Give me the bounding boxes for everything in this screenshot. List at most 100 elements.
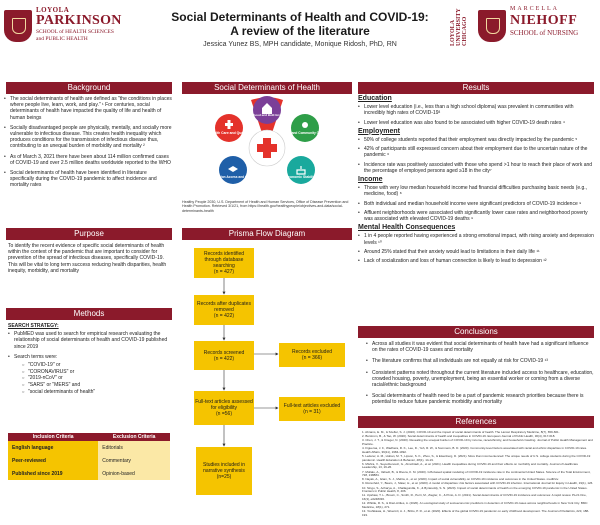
prisma-label: Full-text articles excluded <box>283 403 341 409</box>
reference-item: 11. Upshaw, T. L., Brown, C., Smith, R.,… <box>362 493 587 502</box>
methods-item: PubMED was used to search for empirical … <box>8 331 173 350</box>
table-row: Peer-reviewed Commentary <box>8 454 170 467</box>
prisma-count: (n = 422) <box>213 313 235 319</box>
results-item: Lack of socialization and loss of human … <box>358 258 594 264</box>
inclusion-header: Inclusion Criteria <box>8 433 99 441</box>
results-item: Lower level education (i.e., less than a… <box>358 104 594 116</box>
references-header: References <box>358 416 594 428</box>
prisma-included: Studies included in narrative synthesis(… <box>196 447 252 495</box>
inclusion-cell: Peer-reviewed <box>8 454 99 467</box>
results-income-heading: Income <box>358 176 383 184</box>
results-education-heading: Education <box>358 95 392 102</box>
results-item: Lower level education was also found to … <box>358 120 594 126</box>
background-item: Social determinants of health have been … <box>4 170 172 189</box>
background-section: The social determinants of health are de… <box>4 96 172 193</box>
exclusion-cell: Editorials <box>98 441 170 454</box>
prisma-label: Full-text articles assessed for eligibil… <box>195 399 253 411</box>
sdoh-wheel: Health Care and Quality Neighborhood and… <box>210 96 329 184</box>
prisma-label: Records excluded <box>291 349 333 355</box>
results-item: Affluent neighborhoods were associated w… <box>358 210 594 222</box>
prisma-fulltext: Full-text articles assessed for eligibil… <box>194 391 254 425</box>
results-item: Incidence rate was positively associated… <box>358 162 594 174</box>
reference-item: 7. Mollalo, A., Vahedi, B., & Rivera, K.… <box>362 469 591 478</box>
reference-item: 6. Mishra, V., Seyedzenouzi, G., Almohta… <box>362 461 579 470</box>
prisma-fulltext-excluded: Full-text articles excluded(n = 31) <box>279 397 345 421</box>
search-term: "CORONAVIRUS" or <box>22 369 173 375</box>
prisma-identified: Records identified through database sear… <box>194 248 254 278</box>
prisma-label: Records screened <box>203 349 245 356</box>
results-item: 1 in 4 people reported having experience… <box>358 233 594 245</box>
sdoh-header: Social Determinants of Health <box>182 82 352 94</box>
logo-school-name: NIEHOFF <box>510 13 578 28</box>
results-item: Both individual and median household inc… <box>358 201 594 207</box>
purpose-text: To identify the recent evidence of speci… <box>8 243 167 274</box>
prisma-count: (n = 427) <box>213 269 235 275</box>
logo-school-name: PARKINSON <box>36 13 122 28</box>
results-employment-heading: Employment <box>358 127 401 135</box>
sdoh-label: Economic Stability <box>286 175 316 179</box>
results-item: Those with very low median household inc… <box>358 185 594 197</box>
reference-item: 8. Nayak, A., Islam, S. J., Mehta, A., e… <box>362 477 559 482</box>
logo-school-subtitle: SCHOOL of NURSING <box>510 29 579 37</box>
conclusion-item: Social determinants of health need to be… <box>366 393 594 405</box>
results-header: Results <box>358 82 594 94</box>
prisma-screened: Records screened(n = 422) <box>194 341 254 370</box>
prisma-label: Studies included in narrative synthesis <box>203 462 245 474</box>
university-seal-icon <box>478 10 506 42</box>
prisma-count: (n = 31) <box>303 409 321 415</box>
results-item: 42% of participants still expressed conc… <box>358 146 594 158</box>
background-item: Socially disadvantaged people are physic… <box>4 125 172 150</box>
exclusion-header: Exclusion Criteria <box>98 433 170 441</box>
conclusion-item: Across all studies it was evident that s… <box>366 341 594 353</box>
reference-item: 4. Figueroa, J. F., Wadhera, R. K., Lee,… <box>362 446 587 454</box>
title-line1: Social Determinants of Health and COVID-… <box>171 10 429 24</box>
table-row: Published since 2019 Opinion-based <box>8 467 170 480</box>
inclusion-cell: English language <box>8 441 99 454</box>
inclusion-cell: Published since 2019 <box>8 467 99 480</box>
references-section: 1. Abrams, E. M., & Szefler, S. J. (2020… <box>362 430 594 518</box>
search-term: "SARS" or "MERS" and <box>22 382 173 388</box>
prisma-count: (n = 366) <box>301 355 323 361</box>
niehoff-logo: LOYOLA UNIVERSITY CHICAGO MARCELLA NIEHO… <box>448 4 598 46</box>
prisma-label: Records identified through database sear… <box>203 251 245 269</box>
reference-item: 2. Burstrom, B., & Tao, W. (2020). Socia… <box>362 434 556 439</box>
poster-header: LOYOLA PARKINSON SCHOOL of HEALTH SCIENC… <box>0 0 600 72</box>
sdoh-label: Neighborhood and Built Environment <box>240 113 293 117</box>
search-term: "social determinants of health" <box>22 389 173 395</box>
poster-authors: Jessica Yunez BS, MPH candidate, Monique… <box>203 41 397 48</box>
results-item: 50% of college students reported that th… <box>358 137 594 143</box>
center-cross-icon <box>257 138 277 158</box>
methods-section: SEARCH STRATEGY: PubMED was used to sear… <box>8 323 173 399</box>
reference-item: 12. Whittle, R. S., & Diaz-Artiles, A. (… <box>362 501 588 509</box>
logo-school-line1: SCHOOL of HEALTH SCIENCES <box>36 29 114 35</box>
prisma-count: (n=25) <box>216 474 232 480</box>
methods-header: Methods <box>6 308 172 320</box>
results-section: Education Lower level education (i.e., l… <box>358 95 594 267</box>
exclusion-cell: Opinion-based <box>98 467 170 480</box>
search-term: "COVID-19" or <box>22 362 173 368</box>
reference-item: 3. Chen, J. T., & Krieger, N. (2020). Re… <box>362 438 593 446</box>
community-icon <box>302 122 308 128</box>
criteria-table: Inclusion Criteria Exclusion Criteria En… <box>8 433 170 480</box>
sdoh-caption: Healthy People 2030, U.S. Department of … <box>182 200 349 213</box>
reference-item: 5. Lederer, A. M., Hoban, M. T., Lipson,… <box>362 453 591 462</box>
search-term: "2019-nCoV" or <box>22 375 173 381</box>
poster-title: Social Determinants of Health and COVID-… <box>150 10 450 38</box>
background-item: As of March 3, 2021 there have been abou… <box>4 154 172 166</box>
results-item: Around 25% stated that their anxiety wou… <box>358 249 594 255</box>
university-seal-icon <box>4 10 32 42</box>
prisma-after-duplicates: Records after duplicates removed(n = 422… <box>194 295 254 325</box>
logo-school-subtitle: SCHOOL of HEALTH SCIENCES and PUBLIC HEA… <box>36 29 114 42</box>
sdoh-label: Social and Community Context <box>281 131 329 135</box>
reference-item: 9. Rozenfeld, Y., Beam, J., Maier, H., e… <box>362 481 594 486</box>
logo-school-line2: and PUBLIC HEALTH <box>36 35 88 42</box>
logo-first-name: MARCELLA <box>510 6 559 12</box>
conclusion-item: The literature confirms that all individ… <box>366 358 594 364</box>
criteria-header-row: Inclusion Criteria Exclusion Criteria <box>8 433 170 441</box>
search-strategy-label: SEARCH STRATEGY: <box>8 323 59 329</box>
parkinson-logo: LOYOLA PARKINSON SCHOOL of HEALTH SCIENC… <box>4 4 154 46</box>
prisma-count: (n = 422) <box>213 355 235 362</box>
title-line2: A review of the literature <box>230 24 370 38</box>
economic-icon <box>296 166 306 175</box>
methods-item: Search terms were: "COVID-19" or "CORONA… <box>8 354 173 395</box>
